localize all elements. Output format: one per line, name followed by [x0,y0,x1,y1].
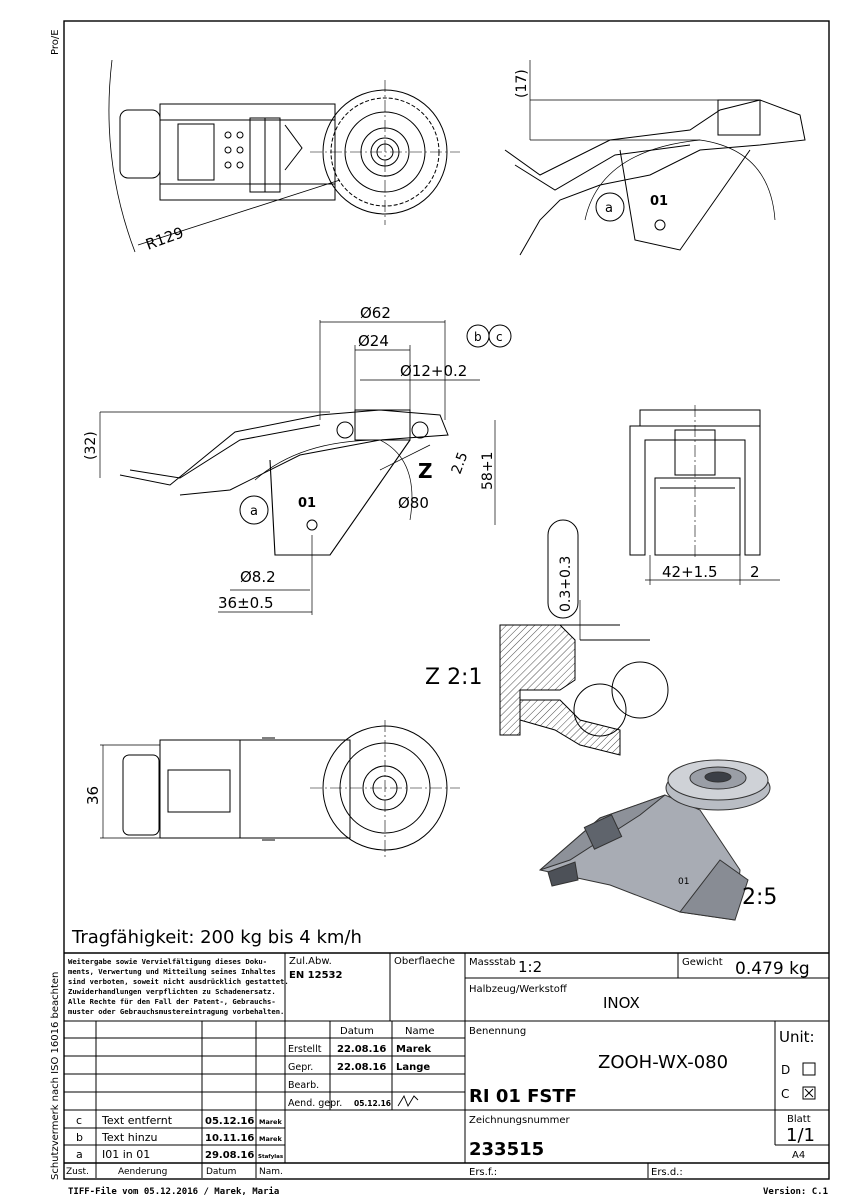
dim-d12: Ø12+0.2 [400,362,467,380]
view-side-top [504,60,806,256]
rev-a-date: 29.08.16 [205,1150,254,1161]
title-block-lines [64,952,829,1178]
benennung-name: RI 01 FSTF [469,1086,577,1107]
halbzeug-label: Halbzeug/Werkstoff [469,984,568,995]
rev-header-aenderung: Aenderung [118,1167,167,1177]
load-capacity: Tragfähigkeit: 200 kg bis 4 km/h [71,927,362,948]
blatt-value: 1/1 [786,1125,815,1146]
massstab-value: 1:2 [518,958,542,976]
rev-b-name: Marek [259,1135,282,1143]
label-01-top: 01 [650,194,668,209]
view-front [629,405,780,585]
erstellt-label: Erstellt [288,1044,322,1055]
aend-date: 05.12.16 [354,1099,391,1108]
rev-a-zust: a [76,1148,83,1161]
rev-header-zust: Zust. [66,1167,89,1177]
label-c: c [496,330,503,344]
margin-proe: Pro/E [50,29,61,55]
benennung-label: Benennung [469,1026,526,1037]
dim-17: (17) [514,69,530,98]
view-isometric [538,759,771,921]
rev-header-name: Nam. [259,1167,283,1177]
view-section-main [99,320,512,615]
dim-32: (32) [83,431,99,460]
label-a-top: a [605,201,613,216]
gewicht-label: Gewicht [682,957,723,968]
unit-label: Unit: [779,1028,815,1046]
zeichnungsnummer-label: Zeichnungsnummer [469,1115,570,1126]
erstellt-name: Marek [396,1044,431,1055]
rev-a-name: Stafylas [258,1154,284,1160]
dim-d80: Ø80 [398,494,429,512]
dim-r129: R129 [143,223,186,253]
sheet-frame [63,20,830,1180]
unit-c: C [781,1087,789,1101]
dim-0-3: 0.3+0.3 [558,556,574,612]
legal-line-1: Weitergabe sowie Vervielfältigung dieses… [68,957,267,966]
label-01-mid: 01 [298,496,316,511]
dim-2-5: 2.5 [449,450,472,476]
rev-header-datum: Datum [206,1167,236,1177]
rev-b-zust: b [76,1131,83,1144]
view-detail-z [499,519,669,756]
oberflaeche-label: Oberflaeche [394,956,455,967]
zul-value: EN 12532 [289,970,343,981]
view-plan-top [108,59,460,253]
dim-58: 58+1 [480,452,496,490]
gepr-date: 22.08.16 [337,1062,386,1073]
dim-d8-2: Ø8.2 [240,568,276,586]
datum-header: Datum [340,1026,374,1037]
legal-line-6: muster oder Gebrauchsmustereintragung vo… [68,1007,284,1016]
gepr-name: Lange [396,1062,430,1073]
rev-c-name: Marek [259,1118,282,1126]
gewicht-value: 0.479 kg [735,959,810,979]
dim-d24: Ø24 [358,332,389,350]
dim-36: 36 [84,786,102,805]
zeichnungsnummer: 233515 [469,1139,544,1160]
ersd-label: Ers.d.: [651,1167,683,1178]
bearb-label: Bearb. [288,1080,319,1091]
aend-label: Aend. gepr. [288,1098,342,1109]
margin-iso-note: Schutzvermerk nach ISO 16016 beachten [50,972,61,1180]
rev-c-zust: c [76,1114,82,1127]
unit-d: D [781,1063,790,1077]
benennung-code: ZOOH-WX-080 [598,1052,728,1073]
label-01-iso: 01 [678,877,689,887]
label-scale-2-5: 2:5 [742,885,777,910]
gepr-label: Gepr. [288,1062,313,1073]
label-a-mid: a [250,504,258,519]
footer-version: Version: C.1 [763,1186,828,1197]
rev-c-text: Text entfernt [101,1114,173,1127]
label-z: Z [418,459,433,483]
legal-line-4: Zuwiderhandlungen verpflichten zu Schade… [68,987,276,996]
dim-d62: Ø62 [360,304,391,322]
ersf-label: Ers.f.: [469,1167,497,1178]
legal-line-3: sind verboten, soweit nicht ausdrücklich… [68,977,289,986]
legal-line-2: ments, Verwertung und Mitteilung seines … [68,967,276,976]
halbzeug-value: INOX [603,994,640,1012]
rev-b-text: Text hinzu [101,1131,158,1144]
dim-2: 2 [750,563,760,581]
rev-b-date: 10.11.16 [205,1133,254,1144]
name-header: Name [405,1026,435,1037]
erstellt-date: 22.08.16 [337,1044,386,1055]
rev-a-text: I01 in 01 [102,1148,150,1161]
label-b: b [474,330,482,344]
blatt-label: Blatt [787,1114,811,1125]
zul-label: Zul.Abw. [289,956,332,967]
footer-file-info: TIFF-File vom 05.12.2016 / Marek, Maria [68,1186,279,1197]
format: A4 [792,1150,805,1161]
view-plan-bottom [100,720,460,860]
dim-42: 42+1.5 [662,563,718,581]
label-z-detail: Z 2:1 [425,665,482,690]
dim-36-tol: 36±0.5 [218,594,274,612]
rev-c-date: 05.12.16 [205,1116,254,1127]
legal-line-5: Alle Rechte für den Fall der Patent-, Ge… [68,997,276,1006]
massstab-label: Massstab [469,957,516,968]
